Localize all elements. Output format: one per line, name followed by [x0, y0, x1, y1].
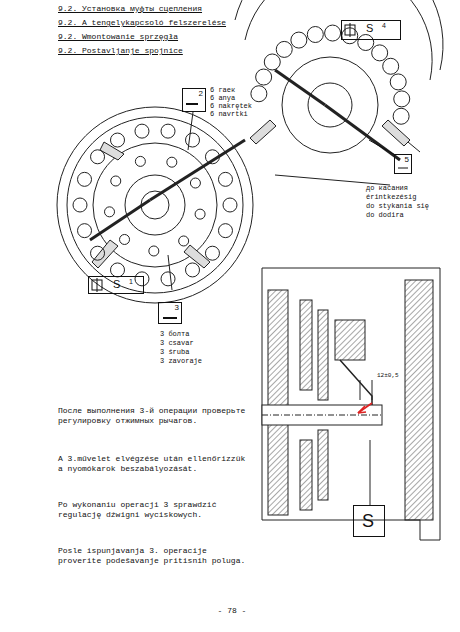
callout-box: 5 [394, 154, 412, 174]
part-label: 3 zavoraje [160, 357, 240, 366]
callout-number: S [113, 279, 120, 290]
note-text: A 3.művelet elvégzése után ellenőrizzük … [58, 454, 253, 474]
step-symbol-box: S4 [341, 20, 401, 40]
clutch-drawing [235, 0, 443, 185]
part-label: 6 navrtki [210, 110, 290, 119]
bolt-circle [73, 25, 410, 286]
note-text: После выполнения 3-й операции проверьте … [58, 406, 253, 426]
part-label: 3 болта [160, 330, 240, 339]
part-label: до касания [366, 184, 456, 193]
callout-box: 2 [182, 88, 206, 112]
section-heading: 9.2. Установка муфты сцепления [58, 4, 318, 14]
note-text: Posle ispunjavanja 3. operacije proverit… [58, 546, 253, 566]
page-number: - 78 - [212, 606, 252, 616]
section-heading: 9.2. Wmontowanie sprzęgła [58, 32, 318, 42]
step-index: 4 [382, 22, 386, 29]
part-label: 3 śruba [160, 348, 240, 357]
part-label: 6 nakrętek [210, 102, 290, 111]
callout-box: S [353, 505, 385, 537]
dimension: 12±0,5 [376, 372, 400, 380]
part-label: érintkezésig [366, 193, 456, 202]
note-text: Po wykonaniu operacji 3 sprawdzić regula… [58, 500, 253, 520]
callout-number: S [366, 23, 373, 34]
section-heading: 9.2. A tengelykapcsoló felszerelése [58, 18, 318, 28]
part-label: do stykania się [366, 202, 456, 211]
callout-number: 3 [175, 304, 179, 312]
section-heading: 9.2. Postavljanje spojnice [58, 46, 318, 56]
callout-symbol [92, 23, 408, 318]
section-drawing [262, 268, 440, 540]
callout-number: 2 [199, 90, 203, 98]
callout-number: S [362, 512, 374, 530]
callout-box: 3 [158, 302, 182, 324]
step-symbol-box: S1 [88, 276, 144, 294]
part-label: 6 гаек [210, 86, 290, 95]
part-label: do dodira [366, 211, 456, 220]
part-label: 3 csavar [160, 339, 240, 348]
part-label: 6 anya [210, 94, 290, 103]
step-index: 1 [129, 278, 133, 285]
callout-number: 5 [405, 156, 409, 164]
clutch-drawing [57, 107, 253, 303]
